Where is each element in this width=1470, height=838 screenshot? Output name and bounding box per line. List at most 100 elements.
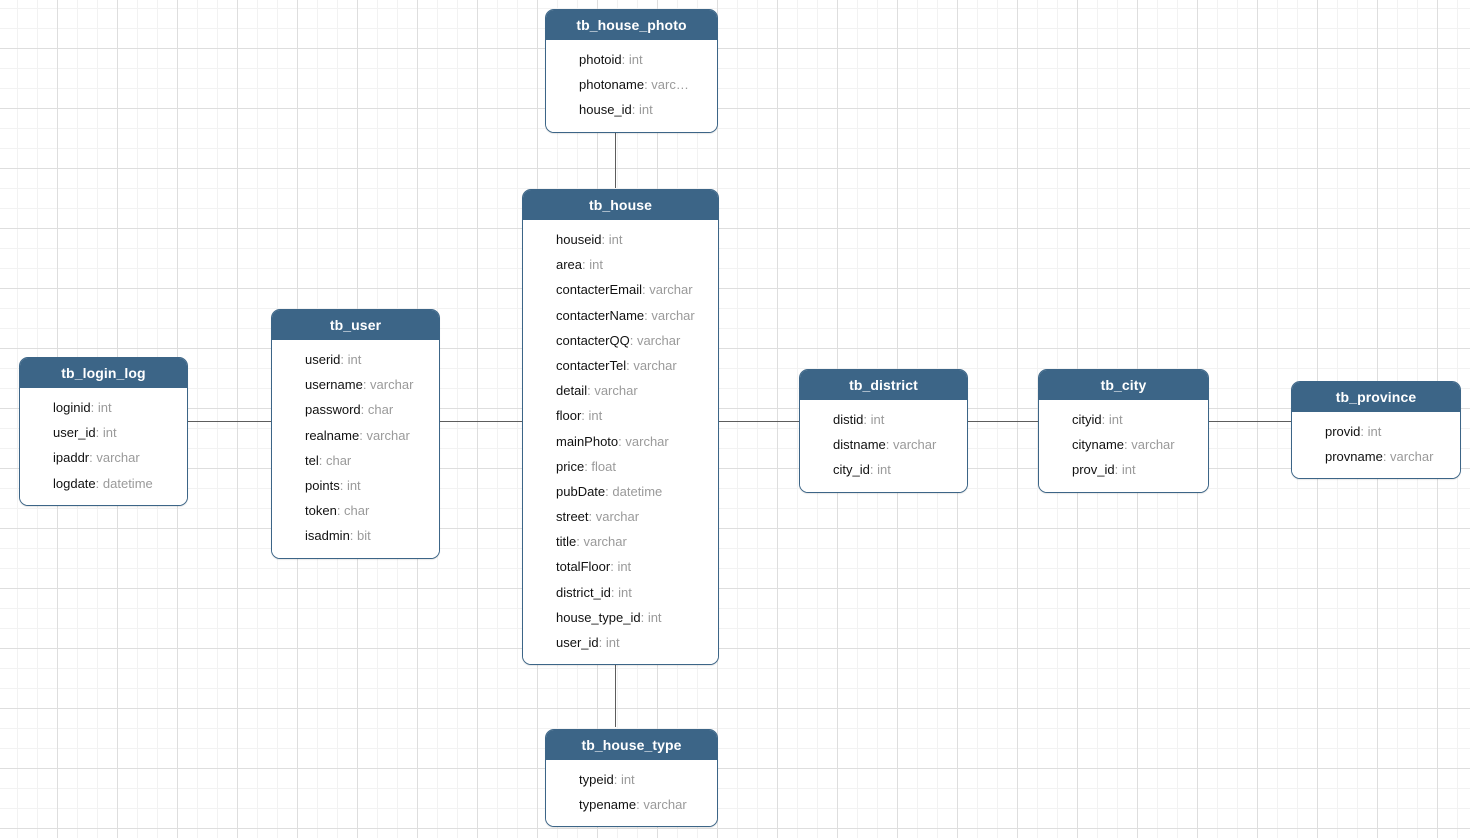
field-type: : varchar bbox=[626, 357, 677, 373]
connector-house-photo-to-house bbox=[615, 130, 616, 188]
field-row: tel: char bbox=[272, 448, 439, 473]
field-name: district_id bbox=[556, 584, 611, 600]
field-row: realname: varchar bbox=[272, 423, 439, 448]
field-name: city_id bbox=[833, 462, 870, 478]
field-type: : int bbox=[581, 408, 603, 424]
field-name: provname bbox=[1325, 449, 1383, 465]
field-type: : int bbox=[90, 400, 112, 415]
entity-tb-house-type[interactable]: tb_house_type typeid: int typename: varc… bbox=[545, 729, 718, 828]
connector-house-to-house-type bbox=[615, 665, 616, 727]
field-row: distid: int bbox=[800, 407, 967, 432]
field-type: : varchar bbox=[644, 307, 695, 323]
field-type: : varchar bbox=[89, 450, 140, 466]
field-row: contacterQQ: varchar bbox=[523, 328, 718, 353]
field-row: district_id: int bbox=[523, 580, 718, 605]
field-row: distname: varchar bbox=[800, 432, 967, 457]
field-name: cityid bbox=[1072, 412, 1102, 427]
field-row: cityid: int bbox=[1039, 407, 1208, 432]
field-row: mainPhoto: varchar bbox=[523, 429, 718, 454]
entity-title-tb-house-type: tb_house_type bbox=[546, 730, 717, 760]
field-name: totalFloor bbox=[556, 559, 611, 575]
field-name: contacterEmail bbox=[556, 282, 642, 298]
field-row: house_type_id: int bbox=[523, 605, 718, 630]
connector-city-to-province bbox=[1209, 421, 1291, 422]
field-type: : varc… bbox=[644, 77, 689, 93]
field-name: logdate bbox=[53, 475, 96, 491]
entity-tb-province[interactable]: tb_province provid: int provname: varcha… bbox=[1291, 381, 1461, 480]
field-type: : datetime bbox=[605, 483, 663, 499]
field-name: pubDate bbox=[556, 483, 606, 499]
field-row: pubDate: datetime bbox=[523, 479, 718, 504]
field-type: : int bbox=[631, 102, 653, 118]
field-name: area bbox=[556, 257, 583, 273]
field-type: : int bbox=[610, 559, 632, 575]
entity-tb-house-photo[interactable]: tb_house_photo photoid: int photoname: v… bbox=[545, 9, 718, 133]
connector-district-to-city bbox=[968, 421, 1038, 422]
field-type: : int bbox=[95, 425, 117, 441]
field-row: userid: int bbox=[272, 347, 439, 372]
entity-title-tb-house-photo: tb_house_photo bbox=[546, 10, 717, 40]
entity-title-tb-house: tb_house bbox=[523, 190, 718, 220]
entity-fields-tb-user: userid: int username: varchar password: … bbox=[272, 340, 439, 558]
field-name: contacterQQ bbox=[556, 332, 630, 348]
field-type: : int bbox=[601, 232, 623, 247]
entity-title-tb-city: tb_city bbox=[1039, 370, 1208, 400]
field-row: contacterName: varchar bbox=[523, 303, 718, 328]
field-name: title bbox=[556, 534, 577, 550]
field-name: photoname bbox=[579, 77, 645, 93]
field-name: price bbox=[556, 458, 585, 474]
field-row: cityname: varchar bbox=[1039, 432, 1208, 457]
field-row: photoname: varc… bbox=[546, 72, 717, 97]
field-name: contacterTel bbox=[556, 357, 627, 373]
field-type: : varchar bbox=[618, 433, 669, 449]
field-name: cityname bbox=[1072, 437, 1125, 453]
field-row: typeid: int bbox=[546, 767, 717, 792]
field-row: photoid: int bbox=[546, 47, 717, 72]
field-type: : varchar bbox=[636, 797, 687, 813]
connector-user-to-house bbox=[440, 421, 524, 422]
field-name: user_id bbox=[556, 635, 599, 650]
field-type: : int bbox=[863, 412, 885, 427]
field-type: : int bbox=[613, 772, 635, 787]
field-name: token bbox=[305, 503, 337, 519]
field-name: floor bbox=[556, 408, 582, 424]
entity-title-tb-user: tb_user bbox=[272, 310, 439, 340]
entity-fields-tb-house: houseid: int area: int contacterEmail: v… bbox=[523, 220, 718, 665]
entity-tb-city[interactable]: tb_city cityid: int cityname: varchar pr… bbox=[1038, 369, 1209, 493]
field-row: contacterEmail: varchar bbox=[523, 277, 718, 302]
entity-fields-tb-district: distid: int distname: varchar city_id : i… bbox=[800, 400, 967, 492]
entity-tb-district[interactable]: tb_district distid: int distname: varcha… bbox=[799, 369, 968, 493]
field-name: realname bbox=[305, 427, 360, 443]
field-name: street bbox=[556, 509, 589, 525]
entity-tb-user[interactable]: tb_user userid: int username: varchar pa… bbox=[271, 309, 440, 559]
field-type: : varchar bbox=[359, 427, 410, 443]
field-row: house_id: int bbox=[546, 97, 717, 122]
field-row: provname: varchar bbox=[1292, 444, 1460, 469]
field-name: password bbox=[305, 402, 361, 418]
field-row: price: float bbox=[523, 454, 718, 479]
entity-fields-tb-house-type: typeid: int typename: varchar bbox=[546, 760, 717, 827]
entity-fields-tb-province: provid: int provname: varchar bbox=[1292, 412, 1460, 479]
field-name: houseid bbox=[556, 232, 602, 247]
field-row: provid: int bbox=[1292, 419, 1460, 444]
entity-title-tb-province: tb_province bbox=[1292, 382, 1460, 412]
entity-tb-house[interactable]: tb_house houseid: int area: int contacte… bbox=[522, 189, 719, 666]
field-type: : varchar bbox=[576, 534, 627, 550]
connector-login-log-to-user bbox=[188, 421, 272, 422]
field-type: : bit bbox=[349, 528, 371, 544]
entity-title-tb-login-log: tb_login_log bbox=[20, 358, 187, 388]
field-name: provid bbox=[1325, 424, 1361, 439]
field-type: : int bbox=[1360, 424, 1382, 439]
field-row: houseid: int bbox=[523, 227, 718, 252]
field-name: username bbox=[305, 377, 363, 393]
field-row: totalFloor: int bbox=[523, 554, 718, 579]
field-name: detail bbox=[556, 383, 588, 399]
field-row: ipaddr: varchar bbox=[20, 445, 187, 470]
entity-tb-login-log[interactable]: tb_login_log loginid: int user_id: int i… bbox=[19, 357, 188, 506]
field-type: : varchar bbox=[362, 377, 414, 393]
field-name: ipaddr bbox=[53, 450, 90, 466]
field-name: user_id bbox=[53, 425, 96, 441]
field-name: tel bbox=[305, 452, 319, 468]
field-type: : int bbox=[610, 584, 632, 600]
